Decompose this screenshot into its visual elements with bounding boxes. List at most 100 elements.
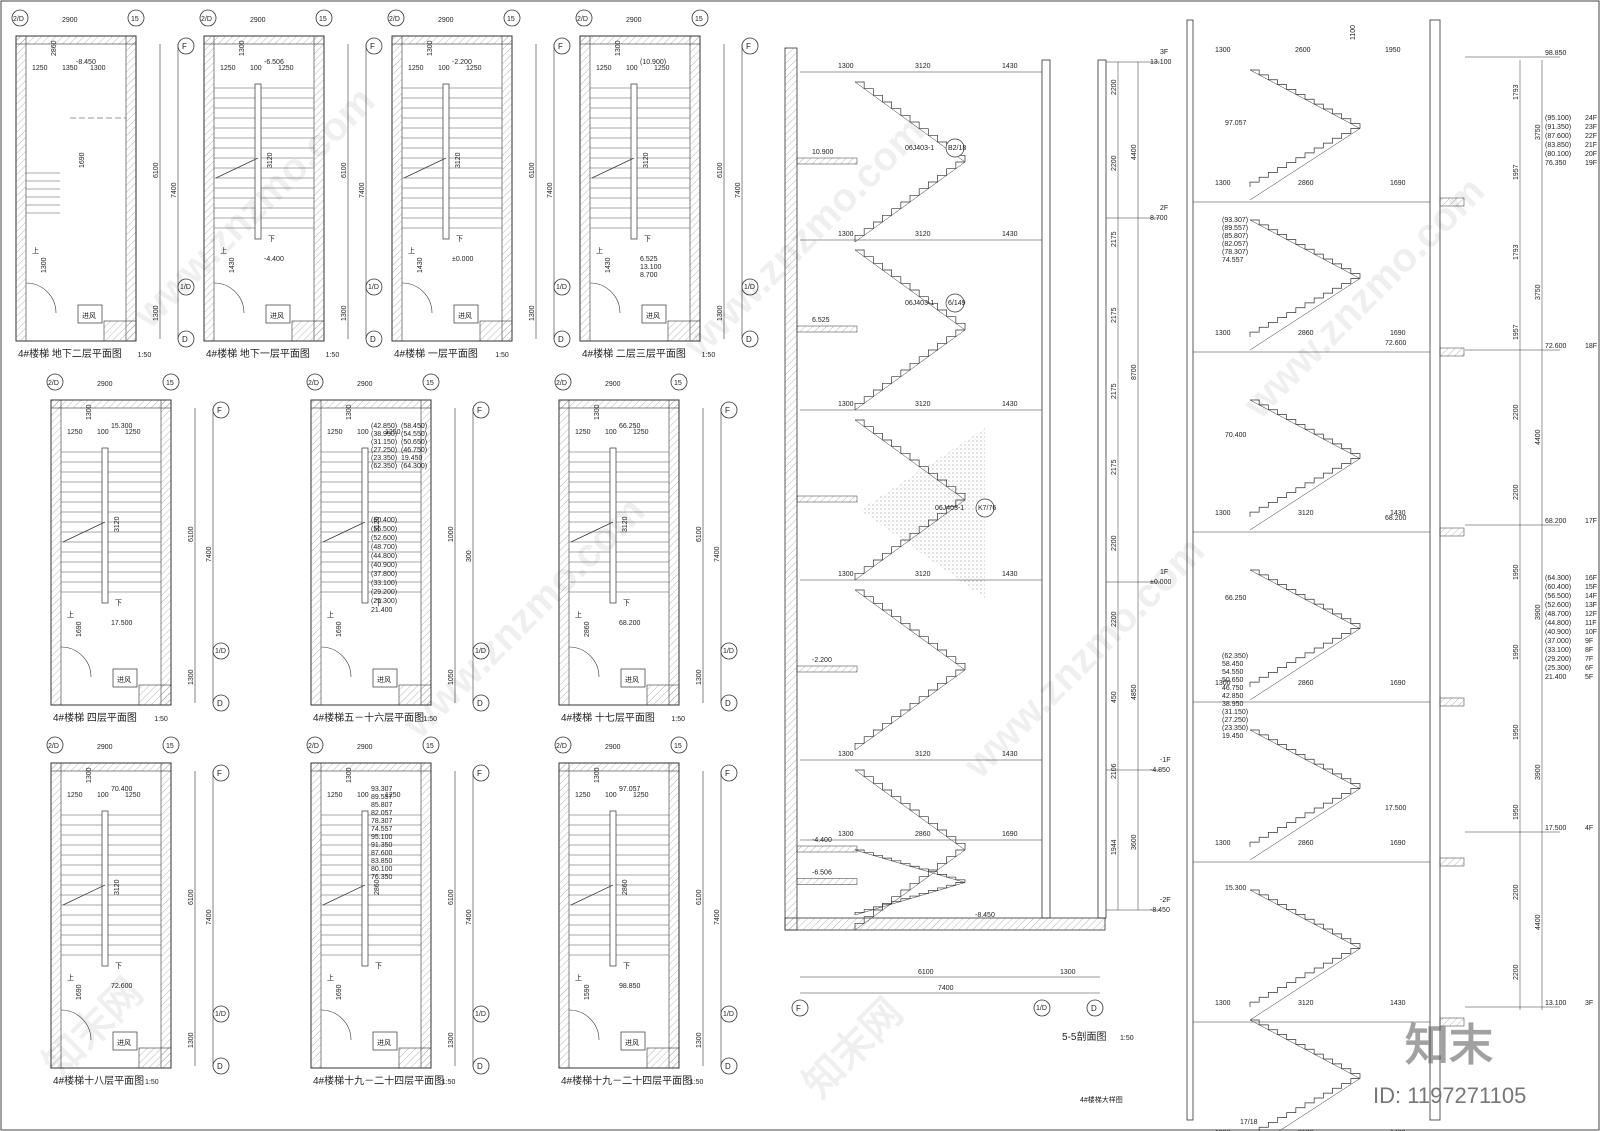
floor-name: 12F: [1585, 611, 1597, 618]
level-mark: (33.100): [1545, 647, 1571, 654]
axis-label: 15: [674, 380, 682, 387]
level-mark: 17.500: [111, 620, 133, 627]
axis-bubble: [553, 330, 571, 348]
axis-label: 15: [166, 743, 174, 750]
up-label: 上: [327, 973, 334, 982]
floor-name: -1F: [1160, 757, 1171, 764]
dim-text: 1300: [696, 669, 703, 685]
axis-bubble: [503, 9, 521, 27]
axis-D: D: [1091, 1004, 1097, 1013]
level-mark: (54.550): [401, 431, 427, 438]
stair-steps: [1249, 278, 1360, 337]
axis-label: 2/D: [308, 380, 319, 387]
dim-text: 1250: [385, 429, 401, 436]
down-label: 下: [375, 962, 382, 970]
flight-dim: 2860: [1298, 680, 1314, 687]
dim-text: 2860: [51, 40, 58, 56]
plan-outline: [579, 35, 701, 342]
vent-shaft: [372, 1031, 398, 1051]
dim-text: 2200: [1111, 155, 1118, 171]
landing-slab: [796, 157, 858, 165]
dim-text: 7400: [466, 909, 473, 925]
dim-text: 1250: [633, 429, 649, 436]
dim-text: 2860: [622, 879, 629, 895]
level-mark: (95.100): [1545, 115, 1571, 122]
level-mark: 13.100: [1545, 1000, 1567, 1007]
stringer: [854, 589, 966, 671]
detail-ref-code: 06J403-1: [935, 505, 964, 512]
landing-slab: [796, 325, 858, 333]
axis-1D: 1/D: [1036, 1005, 1047, 1012]
level-mark: (37.000): [1545, 638, 1571, 645]
plan-wall: [579, 35, 701, 45]
axis-bubble: [741, 37, 759, 55]
level-mark: (89.557): [1222, 225, 1248, 232]
plan-title: 4#楼梯十八层平面图: [53, 1074, 144, 1087]
watermark-site: www.znzmo.com: [125, 78, 384, 337]
plan-scale: 1:50: [138, 352, 152, 359]
axis-label: D: [182, 335, 188, 344]
dim-text: 1300: [41, 257, 48, 273]
plan-wall: [203, 35, 215, 342]
dim-text: 2900: [605, 381, 621, 388]
plan-wall: [50, 762, 172, 772]
dim-text: 6100: [188, 889, 195, 905]
landing-slab: [796, 878, 858, 885]
stringer: [854, 769, 966, 851]
dim-text: 2200: [1513, 964, 1520, 980]
detail-ref-number: K7/76: [978, 505, 996, 512]
dim-text: 1300: [188, 1032, 195, 1048]
dim-text: 1250: [220, 65, 236, 72]
level-mark: (44.800): [371, 553, 397, 560]
dim-text: 3120: [622, 516, 629, 532]
landing-slab: [796, 495, 858, 503]
plan-outline: [391, 35, 513, 342]
watermark-site: www.znzmo.com: [955, 528, 1214, 787]
stringer: [854, 669, 966, 751]
axis-label: D: [477, 699, 483, 708]
door-swing: [213, 282, 245, 314]
flight-dim: 1300: [838, 831, 854, 838]
flight-dim: 3120: [915, 571, 931, 578]
watermark-layer: www.znzmo.com www.znzmo.com www.znzmo.co…: [35, 78, 1493, 1106]
dim-text: 1430: [605, 257, 612, 273]
dim-text: 3750: [1535, 124, 1542, 140]
axis-bubble: [365, 37, 383, 55]
break-line: [322, 521, 366, 543]
dim-text: 1690: [336, 984, 343, 1000]
dim-text: 300: [466, 550, 473, 562]
plan-wall: [391, 35, 513, 45]
flight-dim: 2860: [1298, 330, 1314, 337]
axis-bubble: [46, 373, 64, 391]
plan-scale: 1:50: [326, 352, 340, 359]
level-mark: 72.600: [1385, 340, 1407, 347]
axis-label: 15: [695, 16, 703, 23]
axis-label: D: [746, 335, 752, 344]
axis-label: F: [725, 769, 730, 778]
level-mark: -6.506: [812, 870, 832, 877]
dim-text: 1250: [278, 65, 294, 72]
slab-end: [1439, 527, 1465, 537]
axis-bubble: [670, 736, 688, 754]
plan-scale: 1:50: [423, 716, 437, 723]
dim-text: 7400: [714, 546, 721, 562]
dim-text: 1250: [575, 429, 591, 436]
stringer: [854, 499, 966, 581]
upper-right-wall: [1429, 19, 1441, 1121]
door-swing: [568, 1009, 600, 1041]
up-label: 上: [575, 973, 582, 982]
axis-label: 2/D: [556, 380, 567, 387]
brand-logo: 知末: [1405, 1021, 1493, 1070]
slab-end: [1439, 347, 1465, 357]
level-mark: 13.100: [1150, 59, 1172, 66]
axis-bubble: [554, 373, 572, 391]
axis-label: 15: [426, 380, 434, 387]
floor-name: 14F: [1585, 593, 1597, 600]
down-label: 下: [456, 235, 463, 243]
axis-bubble: [472, 642, 490, 660]
